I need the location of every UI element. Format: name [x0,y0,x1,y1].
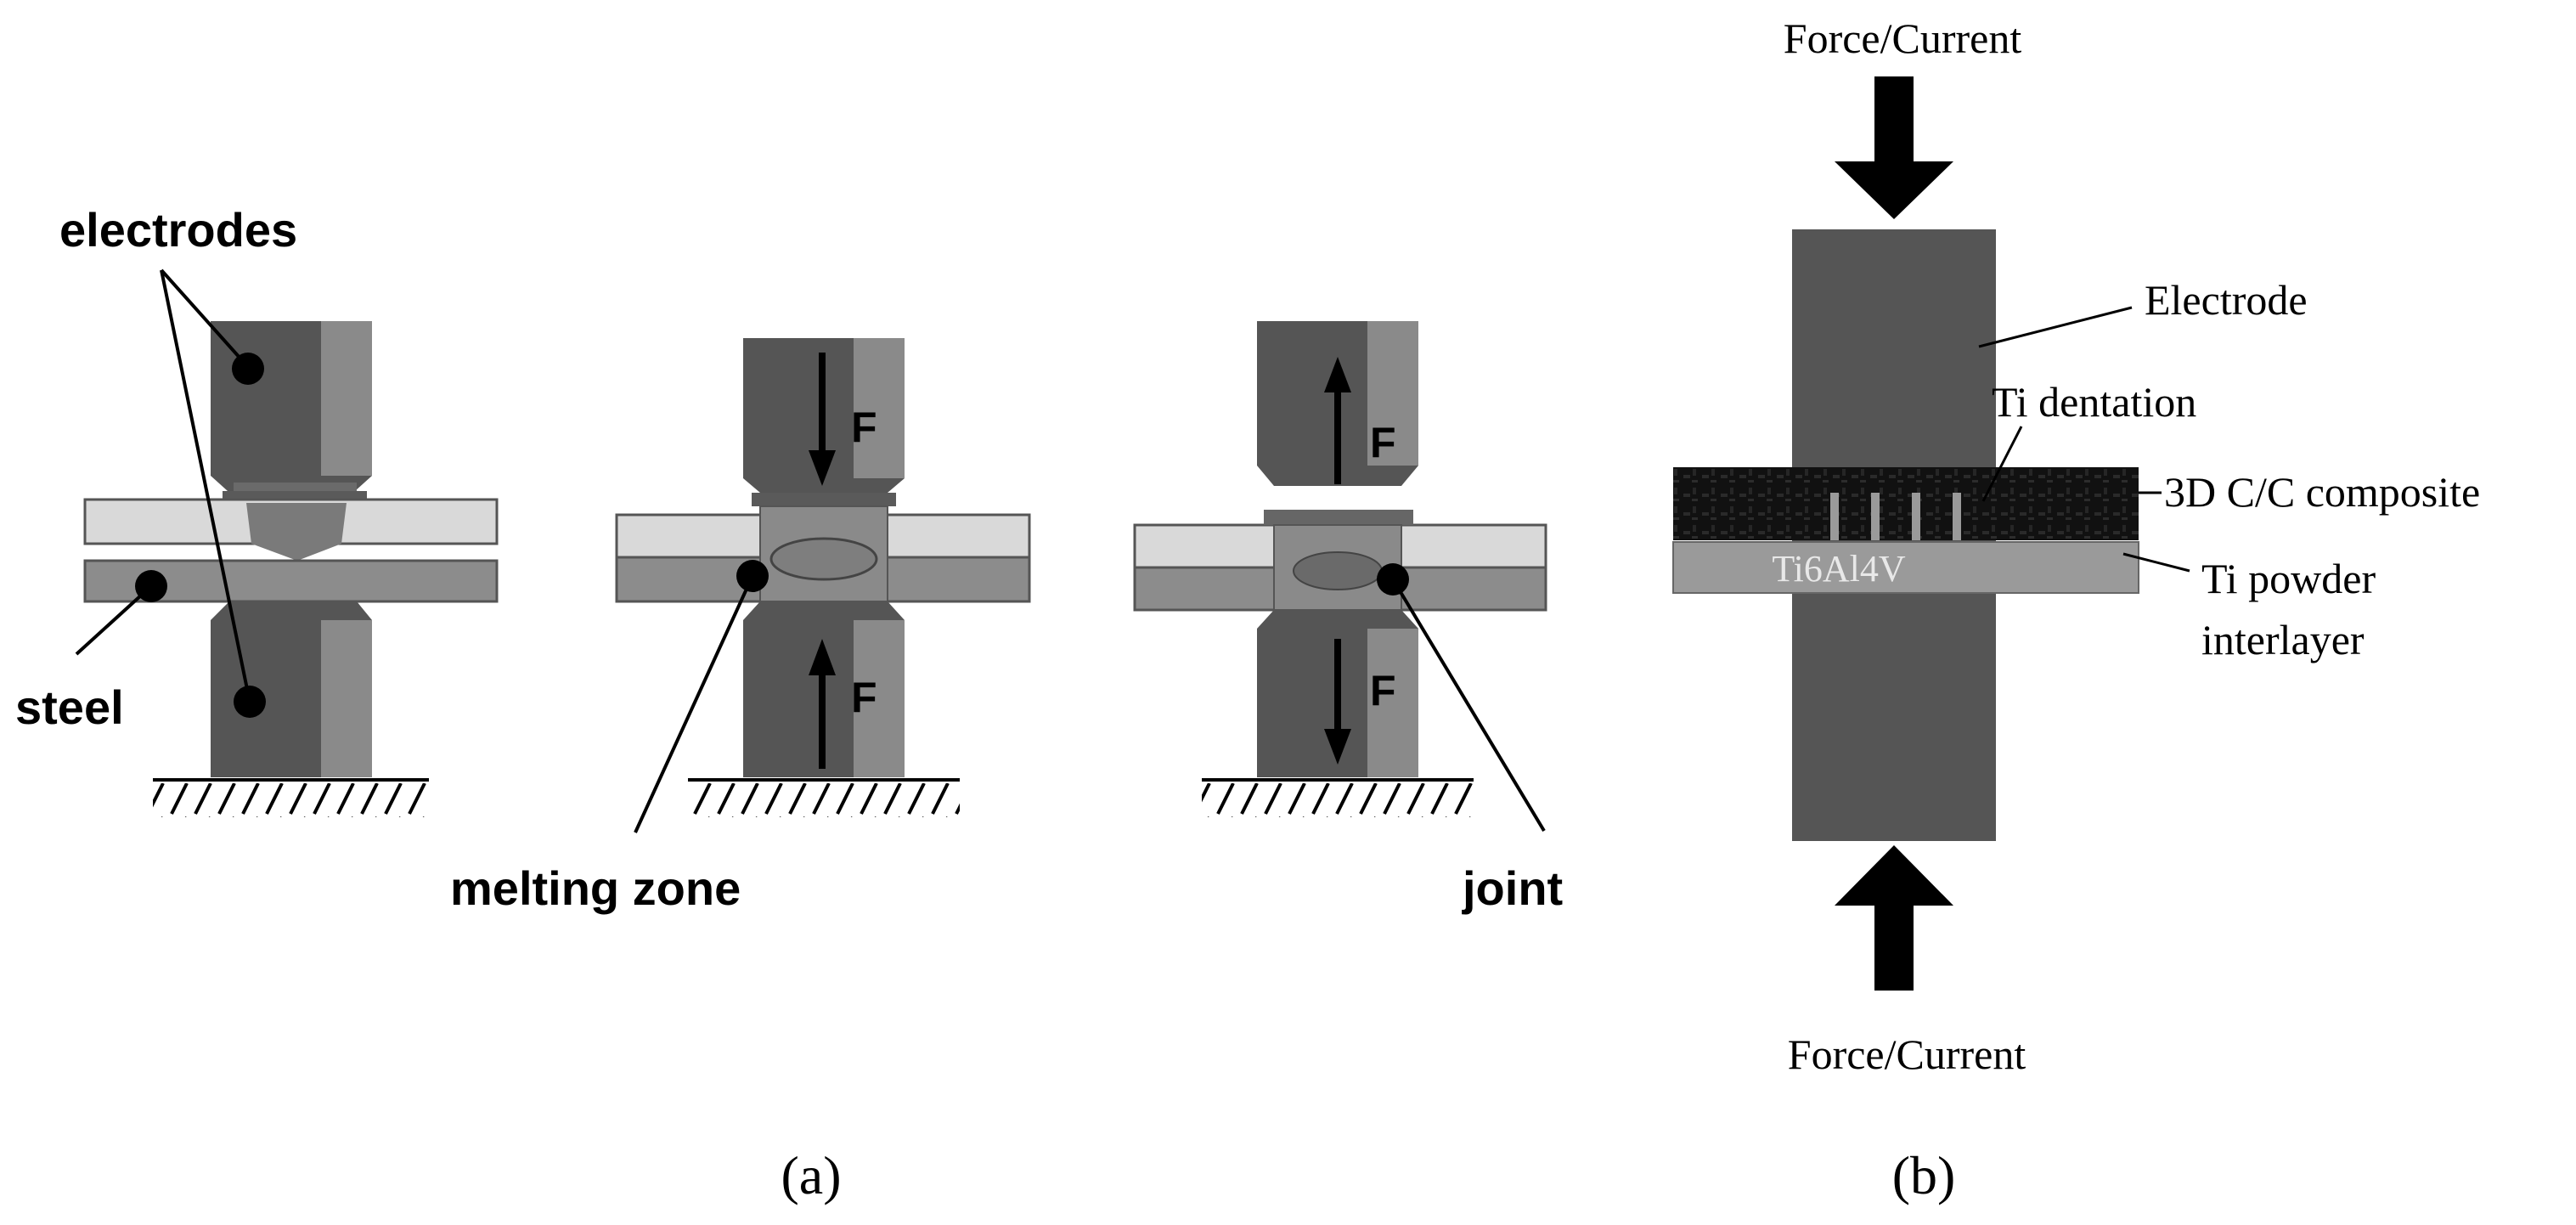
stage-1-group: electrodes steel [15,203,499,817]
composite-layer [1673,467,2139,540]
joint-pointer [1391,578,1546,833]
steel-pointer [75,584,153,656]
label-steel: steel [15,680,124,734]
force-arrow-up-3 [1324,357,1351,484]
ti-dentation-pointer [1981,426,2023,502]
electrodes-pointer-lower [160,269,251,703]
label-composite: 3D C/C composite [2164,468,2480,516]
force-arrow-bottom-b [1835,845,1953,991]
label-ti6al4v: Ti6Al4V [1772,548,1906,590]
label-force-current-bottom: Force/Current [1788,1030,2026,1078]
ti-dentations [1830,493,1961,540]
force-arrow-top-b [1835,76,1953,219]
electrodes-dot-lower [234,686,266,718]
melting-nugget-2 [769,537,878,581]
label-ti-powder-line2: interlayer [2201,616,2365,663]
ground-hatch-1 [153,783,429,817]
label-electrode: Electrode [2145,276,2308,324]
ground-hatch-3 [1202,783,1474,817]
electrode-tip-1 [246,503,347,561]
melting-zone-dot [736,560,769,592]
force-arrow-down-3 [1324,639,1351,765]
force-label-upper-2: F [851,404,877,451]
weld-cap-3 [1264,510,1413,525]
electrodes-pointer-upper [160,268,250,369]
label-joint: joint [1462,861,1563,915]
melting-zone-pointer [634,575,754,833]
label-ti-powder-line1: Ti powder [2201,555,2376,602]
joint-dot [1377,563,1409,596]
stage-2-group: F F melting zone [450,338,1031,915]
electrode-pointer [1978,306,2133,348]
panel-b-group: Force/Current Ti6Al4V Force/Current Elec… [1672,14,2480,1078]
caption-a: (a) [781,1145,841,1205]
force-label-upper-3: F [1370,419,1396,466]
ti-powder-pointer [2122,552,2190,573]
label-force-current-top: Force/Current [1784,14,2022,62]
steel-dot [135,570,167,602]
label-ti-dentation: Ti dentation [1992,378,2196,426]
force-label-lower-2: F [851,674,877,721]
upper-electrode-1 [211,321,372,503]
force-arrow-down-2 [809,353,836,486]
label-electrodes: electrodes [59,203,297,257]
joint-nugget-3 [1293,551,1383,590]
lower-electrode-1 [211,601,372,777]
ground-hatch-2 [688,783,960,817]
electrodes-dot-upper [232,353,264,385]
label-melting-zone: melting zone [450,861,741,915]
ti6al4v-layer [1672,541,2139,594]
force-label-lower-3: F [1370,667,1396,714]
caption-b: (b) [1892,1145,1956,1205]
force-arrow-up-2 [809,639,836,769]
stage-3-group: F F joint [1133,321,1563,915]
